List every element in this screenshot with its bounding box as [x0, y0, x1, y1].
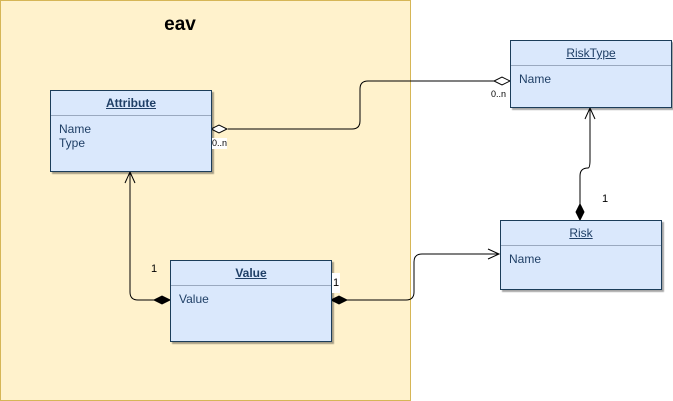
edge-risk-risktype[interactable] — [579, 108, 591, 204]
risktype-field-name: Name — [519, 72, 552, 86]
edge-value-attribute[interactable] — [129, 172, 154, 301]
composition-diamond-value-right — [329, 295, 349, 305]
class-attribute-attrs: Name Type — [51, 116, 211, 156]
multiplicity-value-attribute: 1 — [151, 263, 158, 275]
attribute-field-name: Name — [59, 122, 92, 136]
aggregation-diamond-risktype — [492, 76, 512, 86]
class-risktype[interactable]: RiskType Name — [510, 40, 672, 108]
attribute-field-type: Type — [59, 136, 86, 150]
class-attribute[interactable]: Attribute Name Type — [50, 90, 212, 172]
multiplicity-attribute-risktype: 0..n — [212, 138, 228, 149]
arrow-head-attribute — [124, 170, 136, 184]
composition-diamond-value-left — [152, 295, 172, 305]
aggregation-diamond-attribute — [209, 124, 229, 134]
class-value[interactable]: Value Value — [170, 260, 332, 342]
class-attribute-name: Attribute — [51, 91, 211, 116]
class-risk[interactable]: Risk Name — [500, 220, 662, 290]
arrow-head-risktype — [584, 106, 596, 120]
class-risk-attrs: Name — [501, 246, 661, 272]
container-title: eav — [164, 14, 196, 35]
class-risktype-name: RiskType — [511, 41, 671, 66]
composition-diamond-risk — [575, 202, 585, 222]
arrow-head-risk — [487, 248, 501, 260]
value-field-value: Value — [179, 292, 209, 306]
class-risktype-attrs: Name — [511, 66, 671, 92]
risk-field-name: Name — [509, 252, 542, 266]
multiplicity-value-risk: 1 — [332, 273, 341, 293]
class-value-attrs: Value — [171, 286, 331, 312]
multiplicity-risk-risktype: 1 — [602, 193, 609, 205]
multiplicity-risktype-attribute: 0..n — [491, 89, 507, 100]
class-value-name: Value — [171, 261, 331, 286]
class-risk-name: Risk — [501, 221, 661, 246]
edge-attribute-risktype[interactable] — [228, 80, 496, 130]
edge-value-risk[interactable] — [347, 253, 499, 301]
